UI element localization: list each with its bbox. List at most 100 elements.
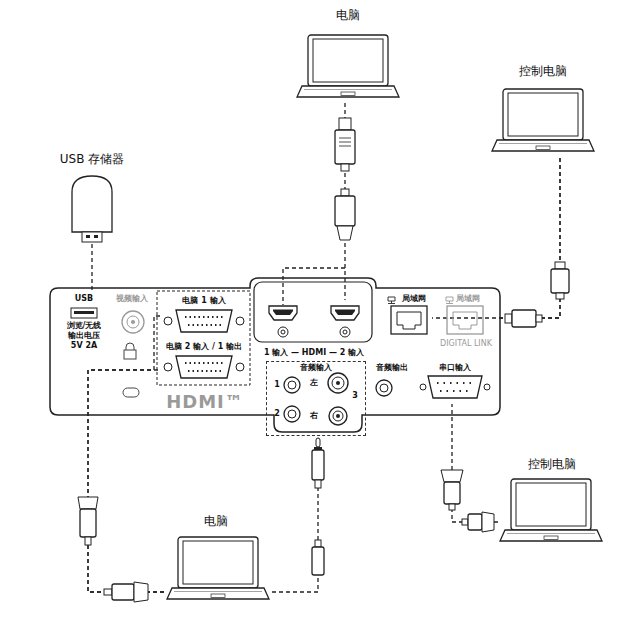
port-label: 音频输入 bbox=[300, 363, 332, 373]
lan-plug-body bbox=[551, 269, 569, 293]
serial-pins bbox=[437, 383, 474, 391]
laptop-node: 控制电脑 bbox=[489, 62, 599, 158]
serial-screw bbox=[484, 384, 490, 390]
plug-relief bbox=[449, 504, 455, 510]
lock-shackle bbox=[126, 343, 134, 350]
port-label: 电脑 2 输入 / 1 输出 bbox=[166, 342, 242, 352]
port-label: 局域网 bbox=[456, 294, 480, 304]
serial-plug-shell bbox=[441, 470, 463, 482]
hdmi-ports: 1 输入 — HDMI — 2 输入 bbox=[255, 300, 373, 359]
laptop-icon bbox=[297, 35, 399, 97]
port-label: 串口输入 bbox=[439, 363, 471, 373]
vga-screw bbox=[164, 317, 172, 325]
hdmi-bay bbox=[254, 282, 372, 342]
port-label: USB bbox=[75, 294, 93, 304]
lan-socket-inner bbox=[397, 312, 421, 329]
device-label: 控制电脑 bbox=[528, 457, 576, 472]
usb-drive-body bbox=[72, 176, 112, 232]
plug-relief bbox=[462, 519, 468, 525]
hdmi-branch-line bbox=[283, 268, 345, 305]
port-label: 视频输入 bbox=[116, 294, 148, 304]
hdmi-screw bbox=[340, 327, 350, 337]
port-label: DIGITAL LINK bbox=[440, 339, 492, 349]
rca-jack-pin bbox=[336, 414, 340, 418]
plug-relief bbox=[85, 537, 91, 545]
plug-relief bbox=[104, 589, 112, 595]
port-label: 音频输出 bbox=[376, 363, 408, 373]
usb-drive-pin bbox=[86, 235, 90, 238]
usb-socket bbox=[71, 308, 97, 318]
security-slot bbox=[123, 388, 139, 397]
hdmi-plug-body bbox=[335, 196, 355, 226]
audio-plug-body bbox=[312, 450, 324, 480]
laptop-node: 电脑 bbox=[294, 6, 402, 103]
cable-line bbox=[432, 158, 560, 318]
rca-jack bbox=[328, 373, 348, 393]
audio-output-jack: 音频输出 bbox=[368, 361, 416, 402]
serial-plug-body bbox=[444, 482, 460, 504]
vga-screw bbox=[236, 363, 244, 371]
cable-line bbox=[88, 370, 164, 592]
hdmi-socket bbox=[331, 306, 359, 320]
usb-port: USB 浏览/无线 输出电压 5V 2A bbox=[56, 292, 112, 356]
mini-jack-hole bbox=[288, 381, 296, 389]
serial-socket bbox=[428, 376, 482, 398]
vga-plug-shell bbox=[78, 497, 98, 509]
hdmi-plug-tip bbox=[337, 226, 353, 240]
panel-housing bbox=[50, 278, 500, 432]
network-icon bbox=[446, 297, 453, 304]
vga-pins bbox=[185, 363, 224, 371]
jack-number: 左 bbox=[310, 378, 318, 388]
lan-port: 局域网 bbox=[382, 292, 432, 338]
mini-jack bbox=[376, 380, 392, 396]
usb-socket-tongue bbox=[74, 311, 94, 314]
port-label: 1 输入 — HDMI — 2 输入 bbox=[264, 348, 364, 358]
rca-jack-ring bbox=[333, 411, 343, 421]
hdmi-screw bbox=[278, 327, 288, 337]
lock-body bbox=[124, 350, 136, 359]
device-label: 电脑 bbox=[336, 8, 360, 23]
port-label: 浏览/无线 输出电压 5V 2A bbox=[61, 321, 107, 351]
lan-plug-tip bbox=[555, 262, 565, 269]
plug-grip bbox=[339, 138, 351, 146]
jack-number: 2 bbox=[274, 409, 280, 419]
video-jack-ring bbox=[127, 316, 139, 328]
jack-number: 右 bbox=[310, 411, 318, 421]
cable-line bbox=[272, 436, 318, 592]
serial-plug-shell bbox=[482, 512, 494, 532]
jack-number: 3 bbox=[352, 391, 358, 401]
vga-plug-body bbox=[80, 509, 96, 537]
network-icon bbox=[388, 297, 395, 304]
audio-input-jacks: 音频输入 bbox=[266, 361, 366, 436]
device-label: 电脑 bbox=[204, 514, 228, 529]
video-jack-pin bbox=[131, 320, 135, 324]
digital-link-port: 局域网 DIGITAL LINK bbox=[434, 292, 498, 352]
usb-plug-body bbox=[335, 130, 355, 164]
usb-drive-tip bbox=[82, 232, 102, 242]
audio-plug-body bbox=[312, 547, 324, 575]
laptop-node: 电脑 bbox=[164, 512, 272, 606]
digital-link-socket-inner bbox=[453, 312, 477, 329]
rca-jack bbox=[329, 407, 347, 425]
plug-relief bbox=[315, 540, 321, 547]
vga-screw bbox=[236, 317, 244, 325]
serial-screw bbox=[420, 384, 426, 390]
cable-line bbox=[91, 244, 92, 292]
plug-relief bbox=[536, 315, 542, 322]
video-input-port: 视频输入 bbox=[114, 292, 150, 345]
serial-plug-body bbox=[468, 514, 482, 530]
hdmi-screw bbox=[343, 330, 347, 334]
plug-relief bbox=[315, 480, 321, 488]
mini-jack-hole bbox=[288, 410, 296, 418]
cable-line bbox=[88, 316, 164, 592]
mini-jack bbox=[284, 377, 300, 393]
vga-group-bracket bbox=[157, 291, 250, 385]
hdmi-socket-tongue bbox=[273, 310, 293, 316]
mini-jack bbox=[284, 406, 300, 422]
serial-port: 串口输入 bbox=[418, 361, 492, 404]
lan-socket bbox=[391, 306, 427, 334]
port-label: 电脑 1 输入 bbox=[182, 296, 225, 306]
device-label: USB 存储器 bbox=[60, 152, 124, 167]
